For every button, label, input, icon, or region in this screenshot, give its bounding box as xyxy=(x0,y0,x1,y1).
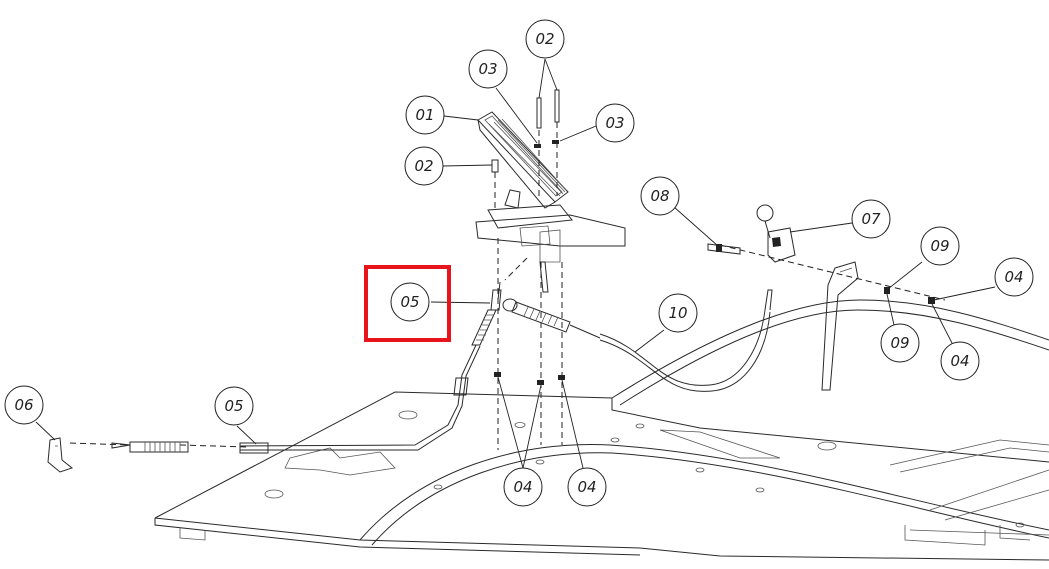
leader-lines xyxy=(35,58,996,469)
callout-03-right: 03 xyxy=(595,103,635,143)
svg-text:02: 02 xyxy=(535,30,554,48)
callout-08: 08 xyxy=(640,176,680,216)
callout-02-left: 02 xyxy=(404,146,444,186)
svg-text:03: 03 xyxy=(478,60,497,78)
cable-bracket xyxy=(47,437,74,473)
callout-06: 06 xyxy=(4,385,44,425)
shift-cable xyxy=(502,289,773,392)
callout-07: 07 xyxy=(851,199,891,239)
svg-text:04: 04 xyxy=(1004,268,1023,286)
callout-04-far-right-bottom: 04 xyxy=(940,341,980,381)
callout-04-bottom-left: 04 xyxy=(503,467,543,507)
svg-text:04: 04 xyxy=(950,352,969,370)
svg-text:03: 03 xyxy=(605,114,624,132)
highlight-box xyxy=(364,265,451,342)
svg-text:04: 04 xyxy=(577,478,596,496)
svg-text:09: 09 xyxy=(890,334,909,352)
svg-text:05: 05 xyxy=(224,397,243,415)
floor-plate xyxy=(154,299,1049,561)
callout-03-left: 03 xyxy=(468,49,508,89)
pedal-bolts xyxy=(491,89,560,173)
callout-05-highlighted: 05 xyxy=(390,282,430,322)
callout-02-top: 02 xyxy=(525,19,565,59)
svg-text:10: 10 xyxy=(668,304,687,322)
svg-text:08: 08 xyxy=(650,187,669,205)
svg-text:02: 02 xyxy=(414,157,433,175)
lower-nuts xyxy=(494,372,565,385)
callout-09-bottom: 09 xyxy=(880,323,920,363)
svg-text:04: 04 xyxy=(513,478,532,496)
callout-01: 01 xyxy=(405,95,445,135)
callout-04-far-right-top: 04 xyxy=(994,257,1034,297)
callout-04-bottom-right: 04 xyxy=(567,467,607,507)
svg-text:09: 09 xyxy=(930,237,949,255)
svg-text:05: 05 xyxy=(400,293,419,311)
assembly-lines xyxy=(69,122,946,450)
callout-10: 10 xyxy=(658,293,698,333)
throttle-cable xyxy=(111,281,502,454)
callout-09-top: 09 xyxy=(920,226,960,266)
callout-05-left: 05 xyxy=(214,386,254,426)
svg-text:01: 01 xyxy=(415,106,434,124)
accelerator-pedal xyxy=(475,111,626,293)
svg-text:06: 06 xyxy=(14,396,33,414)
svg-text:07: 07 xyxy=(861,210,881,228)
